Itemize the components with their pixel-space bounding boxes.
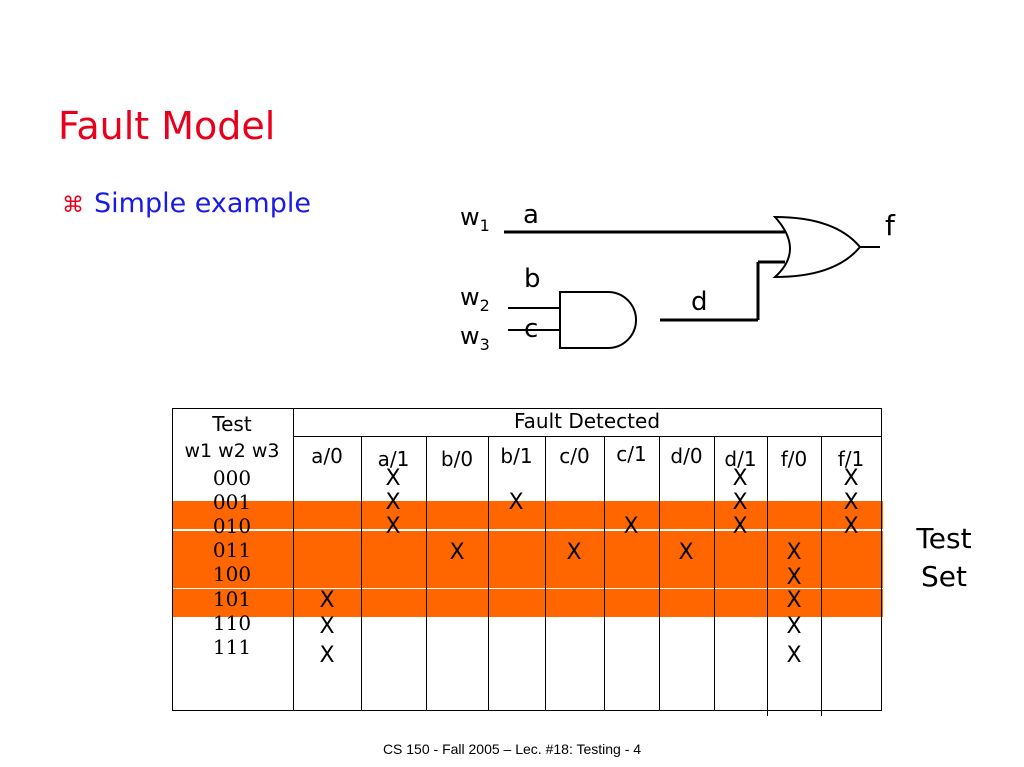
bullet-item: ⌘ Simple example — [62, 188, 311, 219]
col-divider — [488, 436, 489, 710]
fault-col-b0: b/0 — [440, 447, 474, 471]
detected-mark: X — [786, 540, 802, 565]
detected-mark: X — [385, 490, 401, 515]
fault-col-c1: c/1 — [616, 442, 647, 466]
col-divider — [545, 436, 546, 710]
col-divider — [604, 436, 605, 710]
test-vector-010: 010 — [212, 514, 252, 538]
bullet-text: Simple example — [94, 188, 311, 219]
detected-mark: X — [843, 514, 859, 539]
col-divider — [714, 436, 715, 710]
detected-mark: X — [843, 490, 859, 515]
label-f: f — [885, 209, 896, 242]
detected-mark: X — [786, 565, 802, 590]
highlight-row-101 — [172, 589, 883, 617]
test-header: Test — [172, 412, 292, 436]
or-gate — [772, 215, 862, 279]
test-vector-000: 000 — [212, 466, 252, 490]
detected-mark: X — [678, 540, 694, 565]
fault-col-a0: a/0 — [311, 444, 343, 468]
detected-mark: X — [786, 614, 802, 639]
col-divider — [659, 436, 660, 710]
and-gate — [559, 291, 637, 349]
test-vector-100: 100 — [212, 562, 252, 586]
fault-detected-header: Fault Detected — [513, 409, 661, 433]
label-c: c — [524, 314, 538, 344]
detected-mark: X — [732, 490, 748, 515]
test-set-label-line2: Set — [921, 560, 967, 593]
detected-mark: X — [786, 588, 802, 613]
slide-footer: CS 150 - Fall 2005 – Lec. #18: Testing -… — [382, 741, 642, 757]
test-column-divider — [293, 408, 294, 710]
col-divider — [361, 436, 362, 710]
test-vector-111: 111 — [212, 635, 252, 659]
detected-mark: X — [732, 466, 748, 491]
detected-mark: X — [319, 614, 335, 639]
col-divider — [767, 436, 768, 716]
detected-mark: X — [843, 466, 859, 491]
detected-mark: X — [732, 514, 748, 539]
detected-mark: X — [786, 643, 802, 668]
test-vector-110: 110 — [212, 611, 252, 635]
test-set-label: Test Set — [896, 520, 992, 596]
detected-mark: X — [385, 466, 401, 491]
fault-header-divider — [293, 436, 881, 437]
fault-col-f0: f/0 — [780, 447, 808, 471]
detected-mark: X — [319, 588, 335, 613]
fault-col-b1: b/1 — [500, 444, 533, 468]
test-vector-101: 101 — [212, 587, 252, 611]
detected-mark: X — [566, 540, 582, 565]
fault-col-d1: d/1 — [724, 447, 757, 471]
label-a: a — [523, 200, 539, 230]
fault-col-d0: d/0 — [670, 444, 703, 468]
label-w1: w1 — [460, 203, 490, 235]
col-divider — [426, 436, 427, 710]
label-b: b — [524, 264, 541, 294]
fault-col-c0: c/0 — [559, 444, 590, 468]
table-top-border — [172, 408, 882, 409]
test-header-inputs: w1 w2 w3 — [184, 440, 280, 462]
highlight-row-100 — [172, 560, 883, 588]
test-header-line1: Test — [212, 412, 252, 436]
col-divider — [821, 436, 822, 716]
label-w3: w3 — [460, 322, 490, 354]
label-d: d — [691, 287, 708, 317]
detected-mark: X — [449, 540, 465, 565]
fault-col-a1: a/1 — [377, 447, 410, 471]
detected-mark: X — [623, 514, 639, 539]
slide-title: Fault Model — [58, 104, 276, 148]
fault-col-f1: f/1 — [837, 447, 865, 471]
highlight-row-011 — [172, 531, 883, 560]
circuit-diagram: w1 a b w2 c w3 d f — [460, 200, 896, 354]
highlight-row-001 — [172, 501, 883, 529]
bullet-command-icon: ⌘ — [62, 193, 84, 218]
table-right-border — [881, 408, 882, 710]
test-vector-011: 011 — [212, 538, 252, 562]
test-set-label-line1: Test — [916, 522, 972, 555]
label-w2: w2 — [460, 283, 490, 315]
detected-mark: X — [508, 490, 524, 515]
detected-mark: X — [385, 514, 401, 539]
test-vector-001: 001 — [212, 490, 252, 514]
table-bottom-border — [172, 710, 882, 711]
table-left-border — [172, 408, 173, 710]
detected-mark: X — [319, 643, 335, 668]
